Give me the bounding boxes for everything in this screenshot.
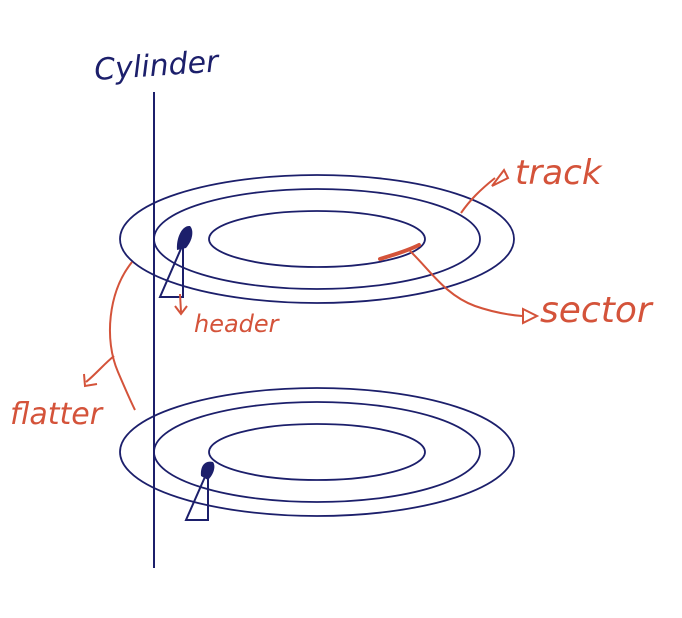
top-platter-middle-ring (153, 188, 481, 290)
top-head-tip (176, 225, 193, 250)
bottom-head-arm (184, 469, 209, 521)
top-platter-inner-ring (208, 210, 426, 268)
top-head (158, 225, 193, 298)
platter-pointer-arrowhead (83, 373, 98, 388)
platter-pointer-line (85, 355, 115, 383)
bottom-platter-inner-ring (208, 423, 426, 481)
bottom-platter-outer-ring (119, 387, 515, 517)
top-head-arm (158, 243, 184, 298)
header-label: header (194, 310, 281, 338)
cylinder-label: Cylinder (93, 44, 221, 88)
platter-pointer-curve (109, 261, 136, 411)
track-pointer-arrowhead (491, 168, 510, 187)
top-platter-outer-ring (119, 174, 515, 304)
track-label: track (515, 153, 603, 193)
header-pointer-arrow (174, 293, 188, 316)
track-pointer-line (460, 177, 496, 214)
bottom-platter-middle-ring (153, 401, 481, 503)
top-platter (119, 174, 515, 304)
sector-mark (378, 243, 421, 261)
sector-label: sector (540, 290, 654, 331)
sector-pointer-line (409, 250, 523, 317)
sector-pointer-arrowhead (522, 307, 540, 325)
platter-label: flatter (10, 397, 104, 432)
bottom-head-tip (200, 461, 215, 480)
bottom-platter (119, 387, 515, 517)
bottom-head (184, 461, 215, 521)
